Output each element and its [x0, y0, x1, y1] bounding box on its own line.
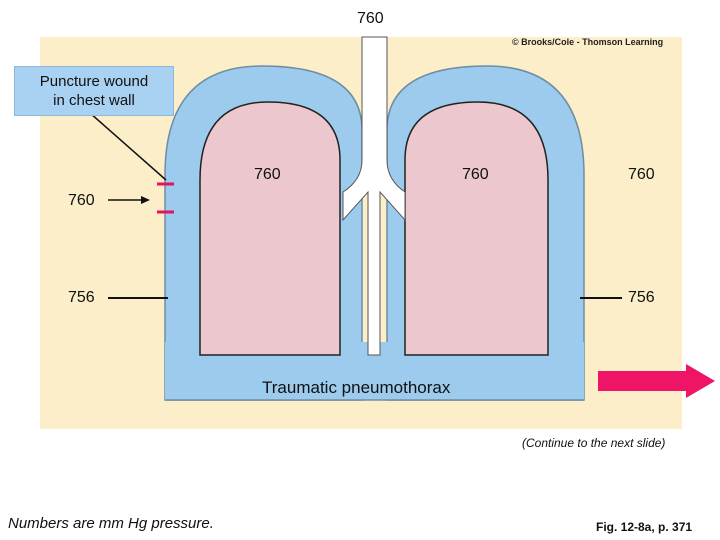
pressure-left-intrapleural: 756 — [68, 289, 95, 306]
pressure-top: 760 — [357, 10, 384, 27]
pressure-right-outside: 760 — [628, 166, 655, 183]
figure-reference: Fig. 12-8a, p. 371 — [596, 520, 693, 534]
puncture-pointer-line — [89, 112, 167, 181]
units-footnote: Numbers are mm Hg pressure. — [8, 515, 214, 532]
diaphragm-band — [165, 342, 584, 400]
left-upper-arrow-head — [141, 196, 150, 204]
continue-note: (Continue to the next slide) — [522, 436, 666, 450]
pressure-left-outside: 760 — [68, 192, 95, 209]
pressure-right-alveolar: 760 — [462, 166, 489, 183]
copyright-notice: © Brooks/Cole - Thomson Learning — [512, 37, 664, 47]
pressure-left-alveolar: 760 — [254, 166, 281, 183]
diagram-caption: Traumatic pneumothorax — [262, 378, 451, 397]
pressure-right-intrapleural: 756 — [628, 289, 655, 306]
puncture-wound-callout: Puncture wound in chest wall — [14, 66, 174, 116]
left-lung — [199, 101, 341, 356]
right-arrow-icon[interactable] — [598, 364, 715, 398]
right-lung — [404, 101, 549, 356]
trachea-airway — [342, 36, 406, 356]
